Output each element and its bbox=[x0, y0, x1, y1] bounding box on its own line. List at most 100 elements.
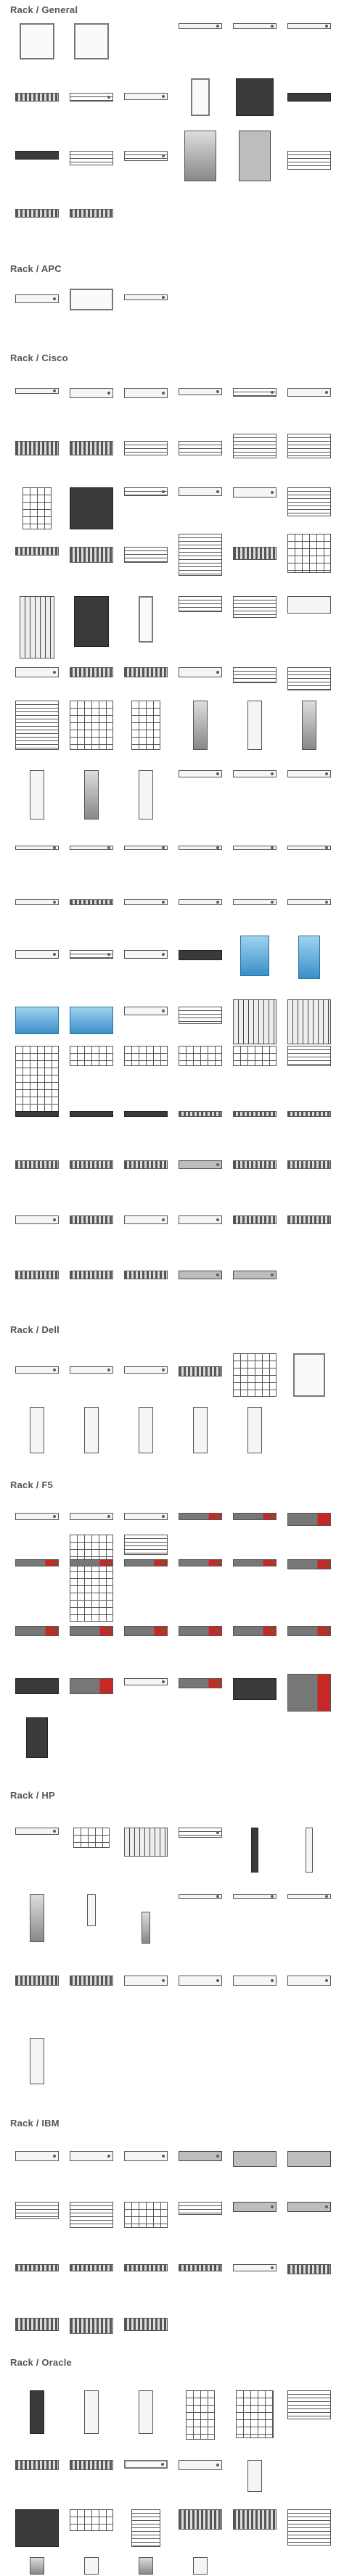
rack-shape[interactable] bbox=[298, 936, 320, 979]
rack-shape[interactable] bbox=[178, 846, 222, 850]
rack-shape[interactable] bbox=[138, 596, 153, 643]
rack-shape[interactable] bbox=[69, 2264, 113, 2271]
rack-shape[interactable] bbox=[138, 2557, 153, 2575]
rack-shape[interactable] bbox=[178, 1976, 222, 1986]
rack-shape[interactable] bbox=[232, 2264, 277, 2271]
rack-shape[interactable] bbox=[287, 596, 331, 614]
rack-shape[interactable] bbox=[73, 1828, 110, 1848]
rack-shape[interactable] bbox=[301, 701, 316, 750]
rack-shape[interactable] bbox=[123, 950, 168, 959]
rack-shape[interactable] bbox=[178, 2509, 222, 2530]
rack-shape[interactable] bbox=[123, 1535, 168, 1555]
rack-shape[interactable] bbox=[190, 78, 210, 116]
rack-shape[interactable] bbox=[138, 770, 153, 820]
rack-shape[interactable] bbox=[15, 1271, 59, 1279]
rack-shape[interactable] bbox=[232, 1626, 277, 1636]
rack-shape[interactable] bbox=[123, 667, 168, 677]
rack-shape[interactable] bbox=[69, 899, 113, 905]
rack-shape[interactable] bbox=[287, 2151, 331, 2167]
rack-shape[interactable] bbox=[287, 434, 331, 458]
rack-shape[interactable] bbox=[69, 1046, 113, 1066]
rack-shape[interactable] bbox=[232, 899, 277, 905]
rack-shape[interactable] bbox=[131, 2509, 160, 2547]
rack-shape[interactable] bbox=[69, 2151, 113, 2161]
rack-shape[interactable] bbox=[232, 1353, 277, 1397]
rack-shape[interactable] bbox=[287, 1626, 331, 1636]
rack-shape[interactable] bbox=[232, 434, 277, 458]
rack-shape[interactable] bbox=[69, 1215, 113, 1224]
rack-shape[interactable] bbox=[178, 1111, 222, 1117]
rack-shape[interactable] bbox=[123, 2202, 168, 2228]
rack-shape[interactable] bbox=[178, 534, 222, 576]
rack-shape[interactable] bbox=[69, 388, 113, 398]
rack-shape[interactable] bbox=[287, 487, 331, 516]
rack-shape[interactable] bbox=[178, 2202, 222, 2215]
rack-shape[interactable] bbox=[178, 667, 222, 677]
rack-shape[interactable] bbox=[138, 2390, 153, 2434]
rack-shape[interactable] bbox=[69, 487, 113, 529]
rack-shape[interactable] bbox=[184, 131, 216, 181]
rack-shape[interactable] bbox=[15, 2318, 59, 2331]
rack-shape[interactable] bbox=[192, 2557, 208, 2575]
rack-shape[interactable] bbox=[123, 1976, 168, 1986]
rack-shape[interactable] bbox=[25, 1717, 48, 1758]
rack-shape[interactable] bbox=[123, 1559, 168, 1566]
rack-shape[interactable] bbox=[69, 547, 113, 563]
rack-shape[interactable] bbox=[15, 899, 59, 905]
rack-shape[interactable] bbox=[15, 209, 59, 218]
section-title[interactable]: Rack / F5 bbox=[10, 1479, 53, 1490]
section-title[interactable]: Rack / IBM bbox=[10, 2118, 60, 2129]
rack-shape[interactable] bbox=[29, 2390, 44, 2434]
rack-shape[interactable] bbox=[15, 667, 59, 677]
rack-shape[interactable] bbox=[287, 23, 331, 29]
rack-shape[interactable] bbox=[232, 2202, 277, 2212]
rack-shape[interactable] bbox=[123, 294, 168, 300]
rack-shape[interactable] bbox=[15, 950, 59, 959]
rack-shape[interactable] bbox=[69, 209, 113, 218]
rack-shape[interactable] bbox=[69, 1559, 113, 1566]
rack-shape[interactable] bbox=[287, 1674, 331, 1712]
rack-shape[interactable] bbox=[287, 388, 331, 397]
rack-shape[interactable] bbox=[69, 1535, 113, 1622]
rack-shape[interactable] bbox=[123, 1366, 168, 1374]
rack-shape[interactable] bbox=[287, 999, 331, 1044]
rack-shape[interactable] bbox=[178, 899, 222, 905]
rack-shape[interactable] bbox=[232, 846, 277, 850]
rack-shape[interactable] bbox=[15, 2264, 59, 2271]
rack-shape[interactable] bbox=[73, 596, 109, 647]
rack-shape[interactable] bbox=[69, 1366, 113, 1374]
rack-shape[interactable] bbox=[123, 1007, 168, 1015]
rack-shape[interactable] bbox=[232, 1559, 277, 1566]
rack-shape[interactable] bbox=[83, 2557, 99, 2575]
rack-shape[interactable] bbox=[287, 534, 331, 573]
rack-shape[interactable] bbox=[232, 487, 277, 498]
rack-shape[interactable] bbox=[69, 151, 113, 165]
rack-shape[interactable] bbox=[287, 2202, 331, 2212]
rack-shape[interactable] bbox=[178, 1513, 222, 1520]
rack-shape[interactable] bbox=[15, 2460, 59, 2470]
rack-shape[interactable] bbox=[178, 1828, 222, 1838]
rack-shape[interactable] bbox=[123, 1513, 168, 1520]
rack-shape[interactable] bbox=[178, 2151, 222, 2161]
rack-shape[interactable] bbox=[15, 1626, 59, 1636]
rack-shape[interactable] bbox=[123, 1678, 168, 1685]
rack-shape[interactable] bbox=[69, 1111, 113, 1117]
rack-shape[interactable] bbox=[250, 1828, 258, 1873]
rack-shape[interactable] bbox=[69, 2460, 113, 2470]
rack-shape[interactable] bbox=[69, 2318, 113, 2334]
rack-shape[interactable] bbox=[123, 1828, 168, 1857]
section-title[interactable]: Rack / Cisco bbox=[10, 352, 68, 363]
rack-shape[interactable] bbox=[287, 1976, 331, 1986]
rack-shape[interactable] bbox=[15, 701, 59, 750]
rack-shape[interactable] bbox=[232, 388, 277, 397]
rack-shape[interactable] bbox=[192, 701, 208, 750]
rack-shape[interactable] bbox=[232, 1894, 277, 1899]
rack-shape[interactable] bbox=[123, 1160, 168, 1169]
rack-shape[interactable] bbox=[83, 2390, 99, 2434]
rack-shape[interactable] bbox=[123, 2318, 168, 2331]
rack-shape[interactable] bbox=[178, 388, 222, 395]
section-title[interactable]: Rack / Oracle bbox=[10, 2357, 72, 2368]
rack-shape[interactable] bbox=[287, 1046, 331, 1066]
rack-shape[interactable] bbox=[69, 2509, 113, 2531]
rack-shape[interactable] bbox=[178, 596, 222, 612]
